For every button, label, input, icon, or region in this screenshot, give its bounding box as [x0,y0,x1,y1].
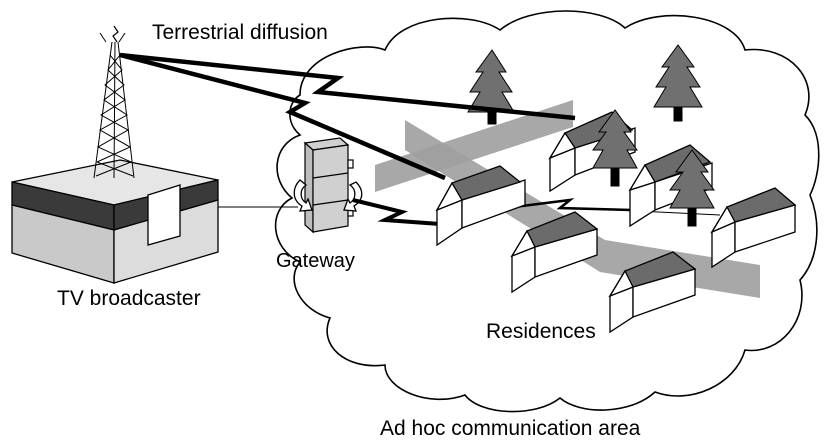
terrestrial-diffusion-beams [119,52,576,181]
gateway-arrows-icon [293,179,363,212]
tree-1 [467,49,515,125]
tv-broadcaster-building [11,159,219,284]
tv-broadcaster-label: TV broadcaster [57,287,201,310]
terrestrial-diffusion-label: Terrestrial diffusion [152,21,328,44]
ad-hoc-area-label: Ad hoc communication area [380,417,641,440]
house-4 [710,187,797,269]
house-1 [435,165,526,247]
house-5 [510,211,599,294]
gateway-label: Gateway [276,250,355,272]
residences-label: Residences [486,320,596,343]
house-6 [608,251,697,334]
tree-2 [653,44,703,122]
gateway-device [303,137,354,234]
tree-4 [669,149,715,227]
transmission-tower [93,25,135,179]
tree-3 [592,109,638,187]
